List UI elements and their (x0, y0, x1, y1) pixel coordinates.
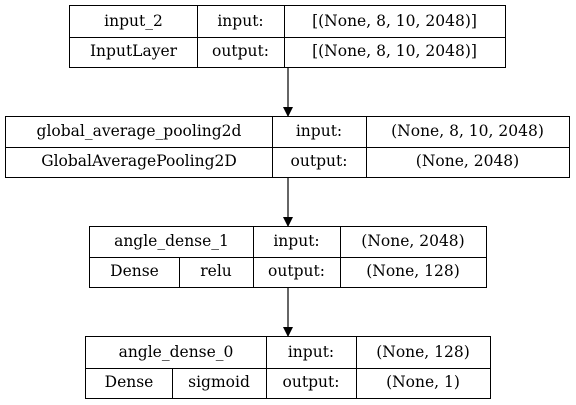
input-label: input: (217, 11, 264, 30)
layer-node-global-average-pooling2d: global_average_pooling2d GlobalAveragePo… (5, 116, 570, 178)
layer-name: input_2 (104, 11, 163, 30)
col-divider (197, 6, 198, 67)
layer-node-angle-dense-1: angle_dense_1 Dense relu input: output: … (89, 226, 487, 288)
col-divider (272, 117, 273, 177)
output-label: output: (282, 373, 340, 392)
output-shape: (None, 1) (386, 373, 460, 392)
output-label: output: (212, 42, 269, 61)
col-divider (366, 117, 367, 177)
layer-name: global_average_pooling2d (36, 122, 242, 141)
layer-name: angle_dense_0 (118, 342, 234, 361)
layer-node-angle-dense-0: angle_dense_0 Dense sigmoid input: outpu… (85, 336, 491, 399)
col-divider (172, 368, 173, 398)
col-divider (340, 227, 341, 287)
output-shape: (None, 128) (366, 262, 460, 281)
layer-class: Dense (104, 373, 154, 392)
input-label: input: (273, 232, 320, 251)
layer-activation: relu (200, 262, 232, 281)
input-shape: (None, 2048) (361, 232, 465, 251)
output-label: output: (290, 152, 348, 171)
input-shape: (None, 128) (376, 342, 470, 361)
layer-node-input-2: input_2 InputLayer input: output: [(None… (69, 5, 506, 68)
input-shape: (None, 8, 10, 2048) (391, 122, 544, 141)
output-shape: [(None, 8, 10, 2048)] (312, 42, 477, 61)
output-shape: (None, 2048) (415, 152, 520, 171)
layer-class: InputLayer (89, 42, 178, 61)
col-divider (356, 337, 357, 398)
col-divider (253, 227, 254, 287)
row-divider (90, 257, 486, 258)
layer-class: GlobalAveragePooling2D (41, 152, 237, 171)
output-label: output: (268, 262, 325, 281)
input-label: input: (287, 342, 335, 361)
input-label: input: (295, 122, 343, 141)
col-divider (284, 6, 285, 67)
row-divider (86, 368, 490, 369)
row-divider (70, 37, 505, 38)
row-divider (6, 147, 569, 148)
col-divider (179, 257, 180, 287)
col-divider (266, 337, 267, 398)
layer-activation: sigmoid (188, 373, 250, 392)
layer-class: Dense (110, 262, 159, 281)
layer-name: angle_dense_1 (114, 232, 229, 251)
input-shape: [(None, 8, 10, 2048)] (312, 11, 477, 30)
